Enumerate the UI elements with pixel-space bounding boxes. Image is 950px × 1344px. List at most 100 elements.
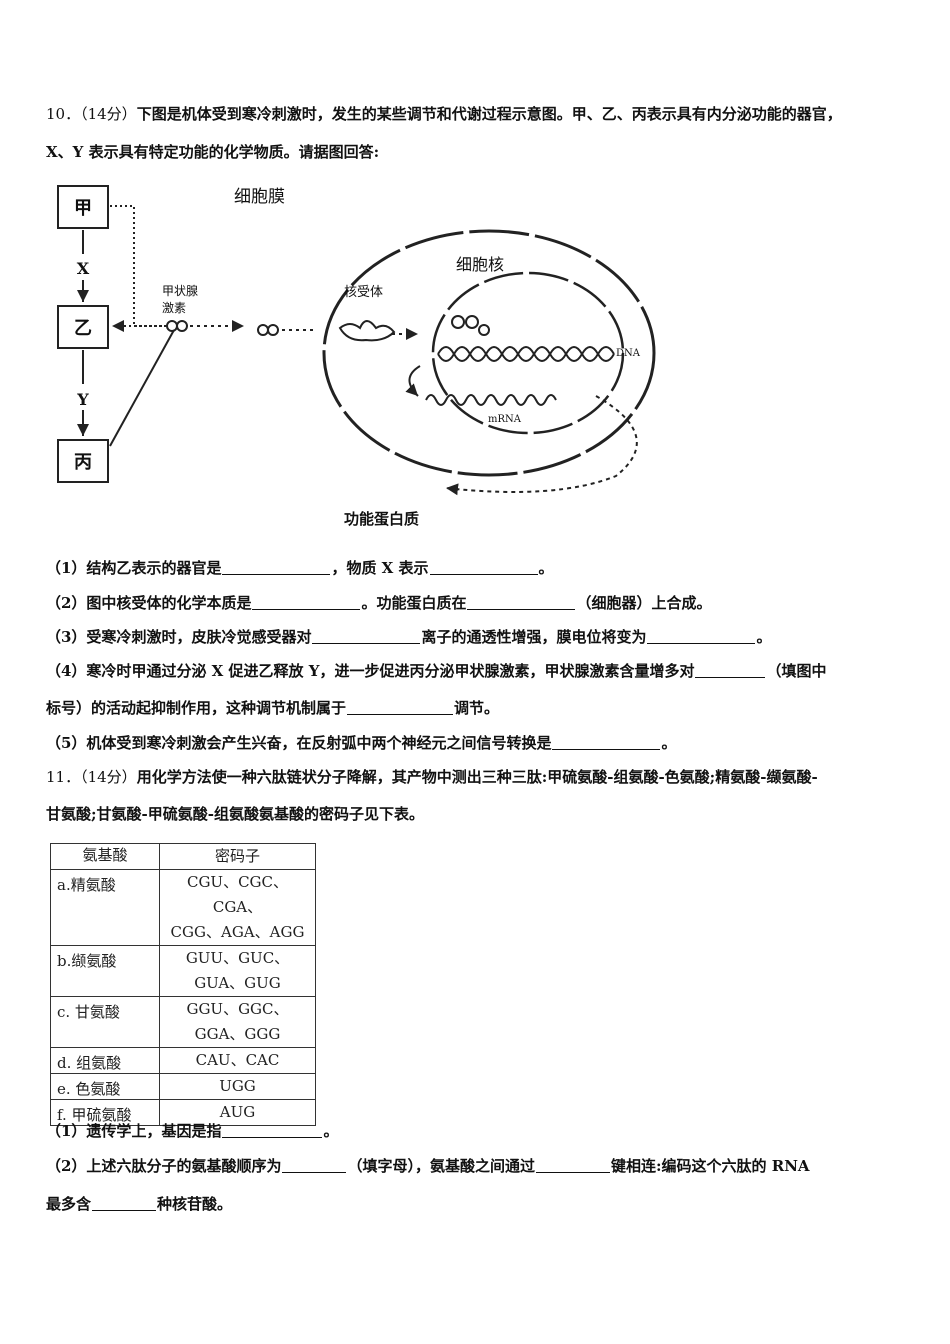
q10-sub4-text-d: 调节。 <box>454 699 500 717</box>
amino-acid-cell: a.精氨酸 <box>50 869 160 946</box>
mrna-strand <box>425 394 557 406</box>
organ-jia-box <box>57 185 109 229</box>
q11-sub2-text-d: 最多含 <box>46 1195 92 1213</box>
amino-acid-cell: f. 甲硫氨酸 <box>50 1099 160 1126</box>
q10-sub3-text-a: （3）受寒冷刺激时，皮肤冷觉感受器对 <box>46 628 312 646</box>
q10-stem-line1: 10．（14分）下图是机体受到寒冷刺激时，发生的某些调节和代谢过程示意图。甲、乙… <box>46 103 842 124</box>
functional-protein-label: 功能蛋白质 <box>344 510 419 528</box>
answer-blank[interactable] <box>467 595 576 610</box>
codon-cell: CAU、CAC <box>159 1047 316 1074</box>
q11-sub2-text-c: 键相连:编码这个六肽的 RNA <box>610 1157 810 1175</box>
q10-score: （14分） <box>80 105 137 123</box>
q11-sub2-line1: （2）上述六肽分子的氨基酸顺序为 （填字母），氨基酸之间通过 键相连:编码这个六肽的… <box>46 1155 810 1176</box>
amino-acid-cell: e. 色氨酸 <box>50 1073 160 1100</box>
answer-blank[interactable] <box>695 663 766 678</box>
receptor-shape <box>338 320 396 342</box>
q10-sub5: （5）机体受到寒冷刺激会产生兴奋，在反射弧中两个神经元之间信号转换是。 <box>46 732 676 753</box>
thyroid-hormone-label-2: 激素 <box>162 301 186 315</box>
thyroid-hormone-label-1: 甲状腺 <box>162 284 198 298</box>
q11-stem-line1: 11．（14分）用化学方法使一种六肽链状分子降解，其产物中测出三种三肽:甲硫氨酸… <box>46 766 818 787</box>
table-row: a.精氨酸 CGU、CGC、CGA、 CGG、AGA、AGG <box>50 869 316 946</box>
q11-score: （14分） <box>80 768 137 786</box>
q10-sub5-text-a: （5）机体受到寒冷刺激会产生兴奋，在反射弧中两个神经元之间信号转换是 <box>46 734 552 752</box>
substance-y-label: Y <box>76 390 89 409</box>
q10-sub2-text-b: 。功能蛋白质在 <box>361 594 467 612</box>
nucleus-label: 细胞核 <box>456 255 504 274</box>
q10-sub2: （2）图中核受体的化学本质是 。功能蛋白质在 （细胞器）上合成。 <box>46 592 711 613</box>
table-row: e. 色氨酸 UGG <box>50 1073 316 1100</box>
dna-helix <box>437 346 615 362</box>
q10-sub1-text-c: 。 <box>538 559 554 577</box>
organ-bing-label: 丙 <box>74 452 92 473</box>
q11-number: 11． <box>46 768 81 786</box>
q10-sub4-text-c: 标号）的活动起抑制作用，这种调节机制属于 <box>46 699 347 717</box>
table-row: d. 组氨酸 CAU、CAC <box>50 1047 316 1074</box>
q11-sub1-text-b: 。 <box>323 1122 339 1140</box>
table-header: 氨基酸 <box>50 843 160 870</box>
codon-line: CGU、CGC、CGA、 <box>186 873 289 916</box>
answer-blank[interactable] <box>552 735 661 750</box>
codon-cell: GGU、GGC、 GGA、GGG <box>159 996 316 1048</box>
answer-blank[interactable] <box>222 560 331 575</box>
answer-blank[interactable] <box>92 1196 157 1211</box>
substance-x-label: X <box>77 259 90 278</box>
codon-line: GGA、GGG <box>194 1025 281 1043</box>
table-row: c. 甘氨酸 GGU、GGC、 GGA、GGG <box>50 996 316 1048</box>
codon-cell: GUU、GUC、 GUA、GUG <box>159 945 316 997</box>
thyroid-regulation-diagram: 甲 乙 丙 X Y 甲状腺 激素 细胞膜 细胞核 核受体 DNA mRNA 功能… <box>57 185 656 528</box>
q10-sub4-line1: （4）寒冷时甲通过分泌 X 促进乙释放 Y，进一步促进丙分泌甲状腺激素，甲状腺激… <box>46 660 826 681</box>
q11-stem-text1: 用化学方法使一种六肽链状分子降解，其产物中测出三种三肽:甲硫氨酸-组氨酸-色氨酸… <box>136 768 818 786</box>
codon-cell: AUG <box>159 1099 316 1126</box>
q10-stem-line2: X、Y 表示具有特定功能的化学物质。请据图回答: <box>46 141 379 162</box>
organ-bing-box <box>57 439 109 483</box>
table-header: 密码子 <box>159 843 316 870</box>
q10-sub1: （1）结构乙表示的器官是 ，物质 X 表示 。 <box>46 557 554 578</box>
organ-jia-label: 甲 <box>74 198 92 219</box>
codon-line: CGG、AGA、AGG <box>170 923 305 941</box>
codon-line: GUU、GUC、 <box>185 949 290 967</box>
codon-table: 氨基酸 密码子 a.精氨酸 CGU、CGC、CGA、 CGG、AGA、AGG b… <box>50 843 316 1126</box>
receptor-label: 核受体 <box>344 285 383 300</box>
codon-line: GGU、GGC、 <box>186 1000 289 1018</box>
table-header-row: 氨基酸 密码子 <box>50 843 316 870</box>
answer-blank[interactable] <box>312 629 421 644</box>
q10-sub4-text-b: （填图中 <box>766 662 827 680</box>
organ-yi-label: 乙 <box>74 318 92 339</box>
dna-label: DNA <box>616 348 641 359</box>
q10-number: 10． <box>46 105 81 123</box>
q10-sub1-text-b: ，物质 X 表示 <box>331 559 429 577</box>
q10-sub3-text-b: 离子的通透性增强，膜电位将变为 <box>421 628 647 646</box>
answer-blank[interactable] <box>282 1158 347 1173</box>
nucleus-outline <box>431 271 625 435</box>
answer-blank[interactable] <box>429 560 538 575</box>
q10-sub2-text-c: （细胞器）上合成。 <box>576 594 712 612</box>
answer-blank[interactable] <box>222 1123 323 1138</box>
amino-acid-cell: b.缬氨酸 <box>50 945 160 997</box>
codon-line: GUA、GUG <box>194 974 281 992</box>
codon-cell: UGG <box>159 1073 316 1100</box>
amino-acid-cell: c. 甘氨酸 <box>50 996 160 1048</box>
table-row: f. 甲硫氨酸 AUG <box>50 1099 316 1126</box>
q11-sub1-text-a: （1）遗传学上，基因是指 <box>46 1122 222 1140</box>
q10-stem-text2: X、Y 表示具有特定功能的化学物质。请据图回答: <box>46 143 380 161</box>
q11-sub2-text-a: （2）上述六肽分子的氨基酸顺序为 <box>46 1157 282 1175</box>
q10-sub4-line2: 标号）的活动起抑制作用，这种调节机制属于 调节。 <box>46 697 499 718</box>
q10-sub4-text-a: （4）寒冷时甲通过分泌 X 促进乙释放 Y，进一步促进丙分泌甲状腺激素，甲状腺激… <box>46 662 695 680</box>
q10-stem-text1: 下图是机体受到寒冷刺激时，发生的某些调节和代谢过程示意图。甲、乙、丙表示具有内分… <box>136 105 842 123</box>
q11-sub2-text-e: 种核苷酸。 <box>157 1195 233 1213</box>
organ-yi-box <box>57 305 109 349</box>
q11-stem-text2: 甘氨酸;甘氨酸-甲硫氨酸-组氨酸氨基酸的密码子见下表。 <box>46 805 424 823</box>
answer-blank[interactable] <box>347 700 454 715</box>
q10-sub1-text-a: （1）结构乙表示的器官是 <box>46 559 222 577</box>
q11-sub2-text-b: （填字母），氨基酸之间通过 <box>347 1157 535 1175</box>
q10-sub2-text-a: （2）图中核受体的化学本质是 <box>46 594 252 612</box>
q10-sub3-text-c: 。 <box>756 628 772 646</box>
codon-cell: CGU、CGC、CGA、 CGG、AGA、AGG <box>159 869 316 946</box>
q11-stem-line2: 甘氨酸;甘氨酸-甲硫氨酸-组氨酸氨基酸的密码子见下表。 <box>46 803 424 824</box>
answer-blank[interactable] <box>647 629 756 644</box>
answer-blank[interactable] <box>252 595 361 610</box>
cell-membrane-label: 细胞膜 <box>234 187 285 207</box>
mrna-label: mRNA <box>488 414 522 425</box>
amino-acid-cell: d. 组氨酸 <box>50 1047 160 1074</box>
answer-blank[interactable] <box>535 1158 610 1173</box>
